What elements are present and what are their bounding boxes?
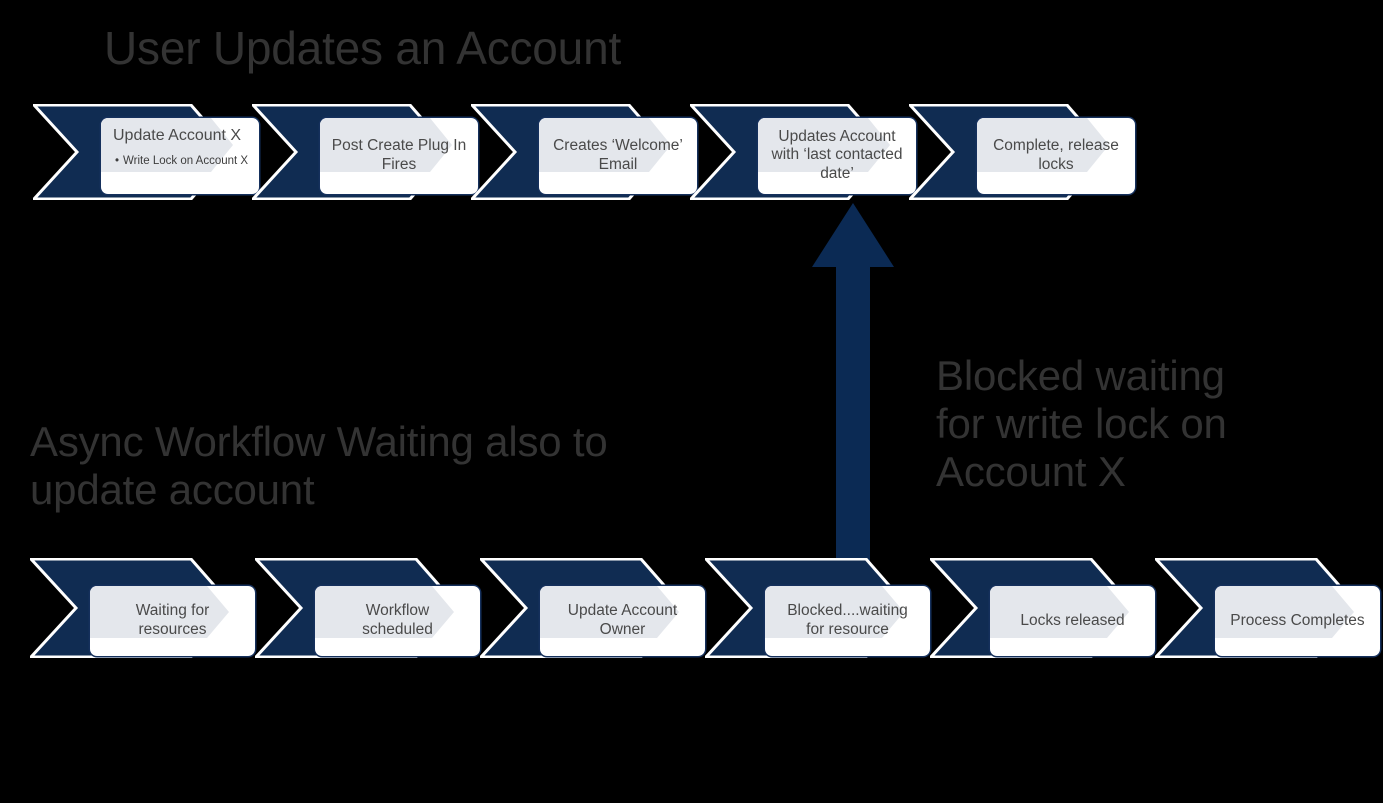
process-step[interactable]: Creates ‘Welcome’ Email [471,104,697,200]
process-step[interactable]: Update Account X •Write Lock on Account X [33,104,259,200]
step-card[interactable]: Update Account Owner [540,586,705,656]
card-inner-chevron [101,118,233,172]
step-card[interactable]: Update Account X •Write Lock on Account X [101,118,259,194]
step-card[interactable]: Post Create Plug In Fires [320,118,478,194]
step-card[interactable]: Updates Account with ‘last contacted dat… [758,118,916,194]
process-step[interactable]: Update Account Owner [480,558,705,658]
step-label: Workflow scheduled [362,602,433,638]
step-label: Post Create Plug In Fires [331,137,467,173]
step-label: Creates ‘Welcome’ Email [553,137,683,173]
step-card[interactable]: Creates ‘Welcome’ Email [539,118,697,194]
page-title: User Updates an Account [104,22,622,74]
step-card[interactable]: Blocked....waiting for resource [765,586,930,656]
step-label: Locks released [1020,611,1125,629]
step-label: Waiting for resources [135,602,210,638]
step-sub-label: Write Lock on Account X [123,155,249,167]
step-label: Updates Account with ‘last contacted dat… [771,127,903,183]
card-inner-chevron [758,118,890,172]
card-inner-chevron [320,118,452,172]
step-card[interactable]: Locks released [990,586,1155,656]
bullet-icon: • [115,155,120,167]
process-step[interactable]: Updates Account with ‘last contacted dat… [690,104,916,200]
process-step[interactable]: Workflow scheduled [255,558,480,658]
step-label: Update Account X [113,127,242,144]
card-inner-chevron [315,586,454,638]
blocked-waiting-heading: Blocked waiting for write lock on Accoun… [936,352,1227,495]
step-card[interactable]: Complete, release locks [977,118,1135,194]
process-step[interactable]: Blocked....waiting for resource [705,558,930,658]
card-inner-chevron [90,586,229,638]
card-inner-chevron [977,118,1109,172]
async-workflow-heading: Async Workflow Waiting also to update ac… [30,418,608,513]
step-card[interactable]: Process Completes [1215,586,1380,656]
step-card[interactable]: Waiting for resources [90,586,255,656]
card-inner-chevron [1215,586,1354,638]
card-inner-chevron [539,118,671,172]
card-inner-chevron [765,586,904,638]
process-step[interactable]: Process Completes [1155,558,1380,658]
step-label: Blocked....waiting for resource [787,602,908,638]
card-inner-chevron [540,586,679,638]
step-label: Update Account Owner [567,602,678,638]
step-label: Complete, release locks [993,137,1119,173]
step-label: Process Completes [1230,611,1365,629]
step-card[interactable]: Workflow scheduled [315,586,480,656]
card-inner-chevron [990,586,1129,638]
process-step[interactable]: Locks released [930,558,1155,658]
blocked-waiting-arrow [812,203,894,571]
process-step[interactable]: Post Create Plug In Fires [252,104,478,200]
process-step[interactable]: Waiting for resources [30,558,255,658]
process-step[interactable]: Complete, release locks [909,104,1135,200]
step-sub-item: •Write Lock on Account X [115,155,253,169]
